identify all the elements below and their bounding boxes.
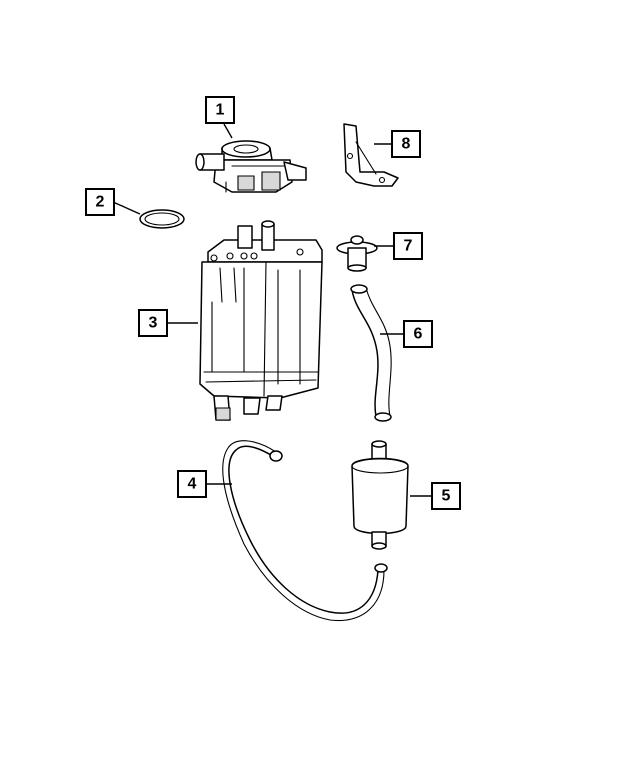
callout-7-label: 7 <box>404 238 413 255</box>
callout-2-label: 2 <box>96 194 105 211</box>
callout-4: 4 <box>177 470 207 498</box>
callout-6: 6 <box>403 320 433 348</box>
part-3-vapor-canister <box>199 220 323 421</box>
part-6-short-hose <box>350 284 392 422</box>
part-5-filter <box>351 440 409 550</box>
callout-2: 2 <box>85 188 115 216</box>
callout-3-label: 3 <box>149 315 158 332</box>
callout-1: 1 <box>205 96 235 124</box>
callout-8-label: 8 <box>402 136 411 153</box>
callout-3: 3 <box>138 309 168 337</box>
part-8-bracket <box>343 123 399 187</box>
leader-1 <box>223 123 233 139</box>
part-4-hose <box>222 440 388 622</box>
part-1-vent-valve <box>195 140 307 193</box>
leader-lines <box>112 123 432 497</box>
leader-2 <box>112 201 141 215</box>
callout-7: 7 <box>393 232 423 260</box>
part-7-grommet <box>336 235 378 272</box>
part-2-o-ring <box>139 209 185 229</box>
callout-6-label: 6 <box>414 326 423 343</box>
callout-5: 5 <box>431 482 461 510</box>
callout-1-label: 1 <box>216 102 225 119</box>
callout-5-label: 5 <box>442 488 451 505</box>
callout-8: 8 <box>391 130 421 158</box>
callout-4-label: 4 <box>188 476 197 493</box>
